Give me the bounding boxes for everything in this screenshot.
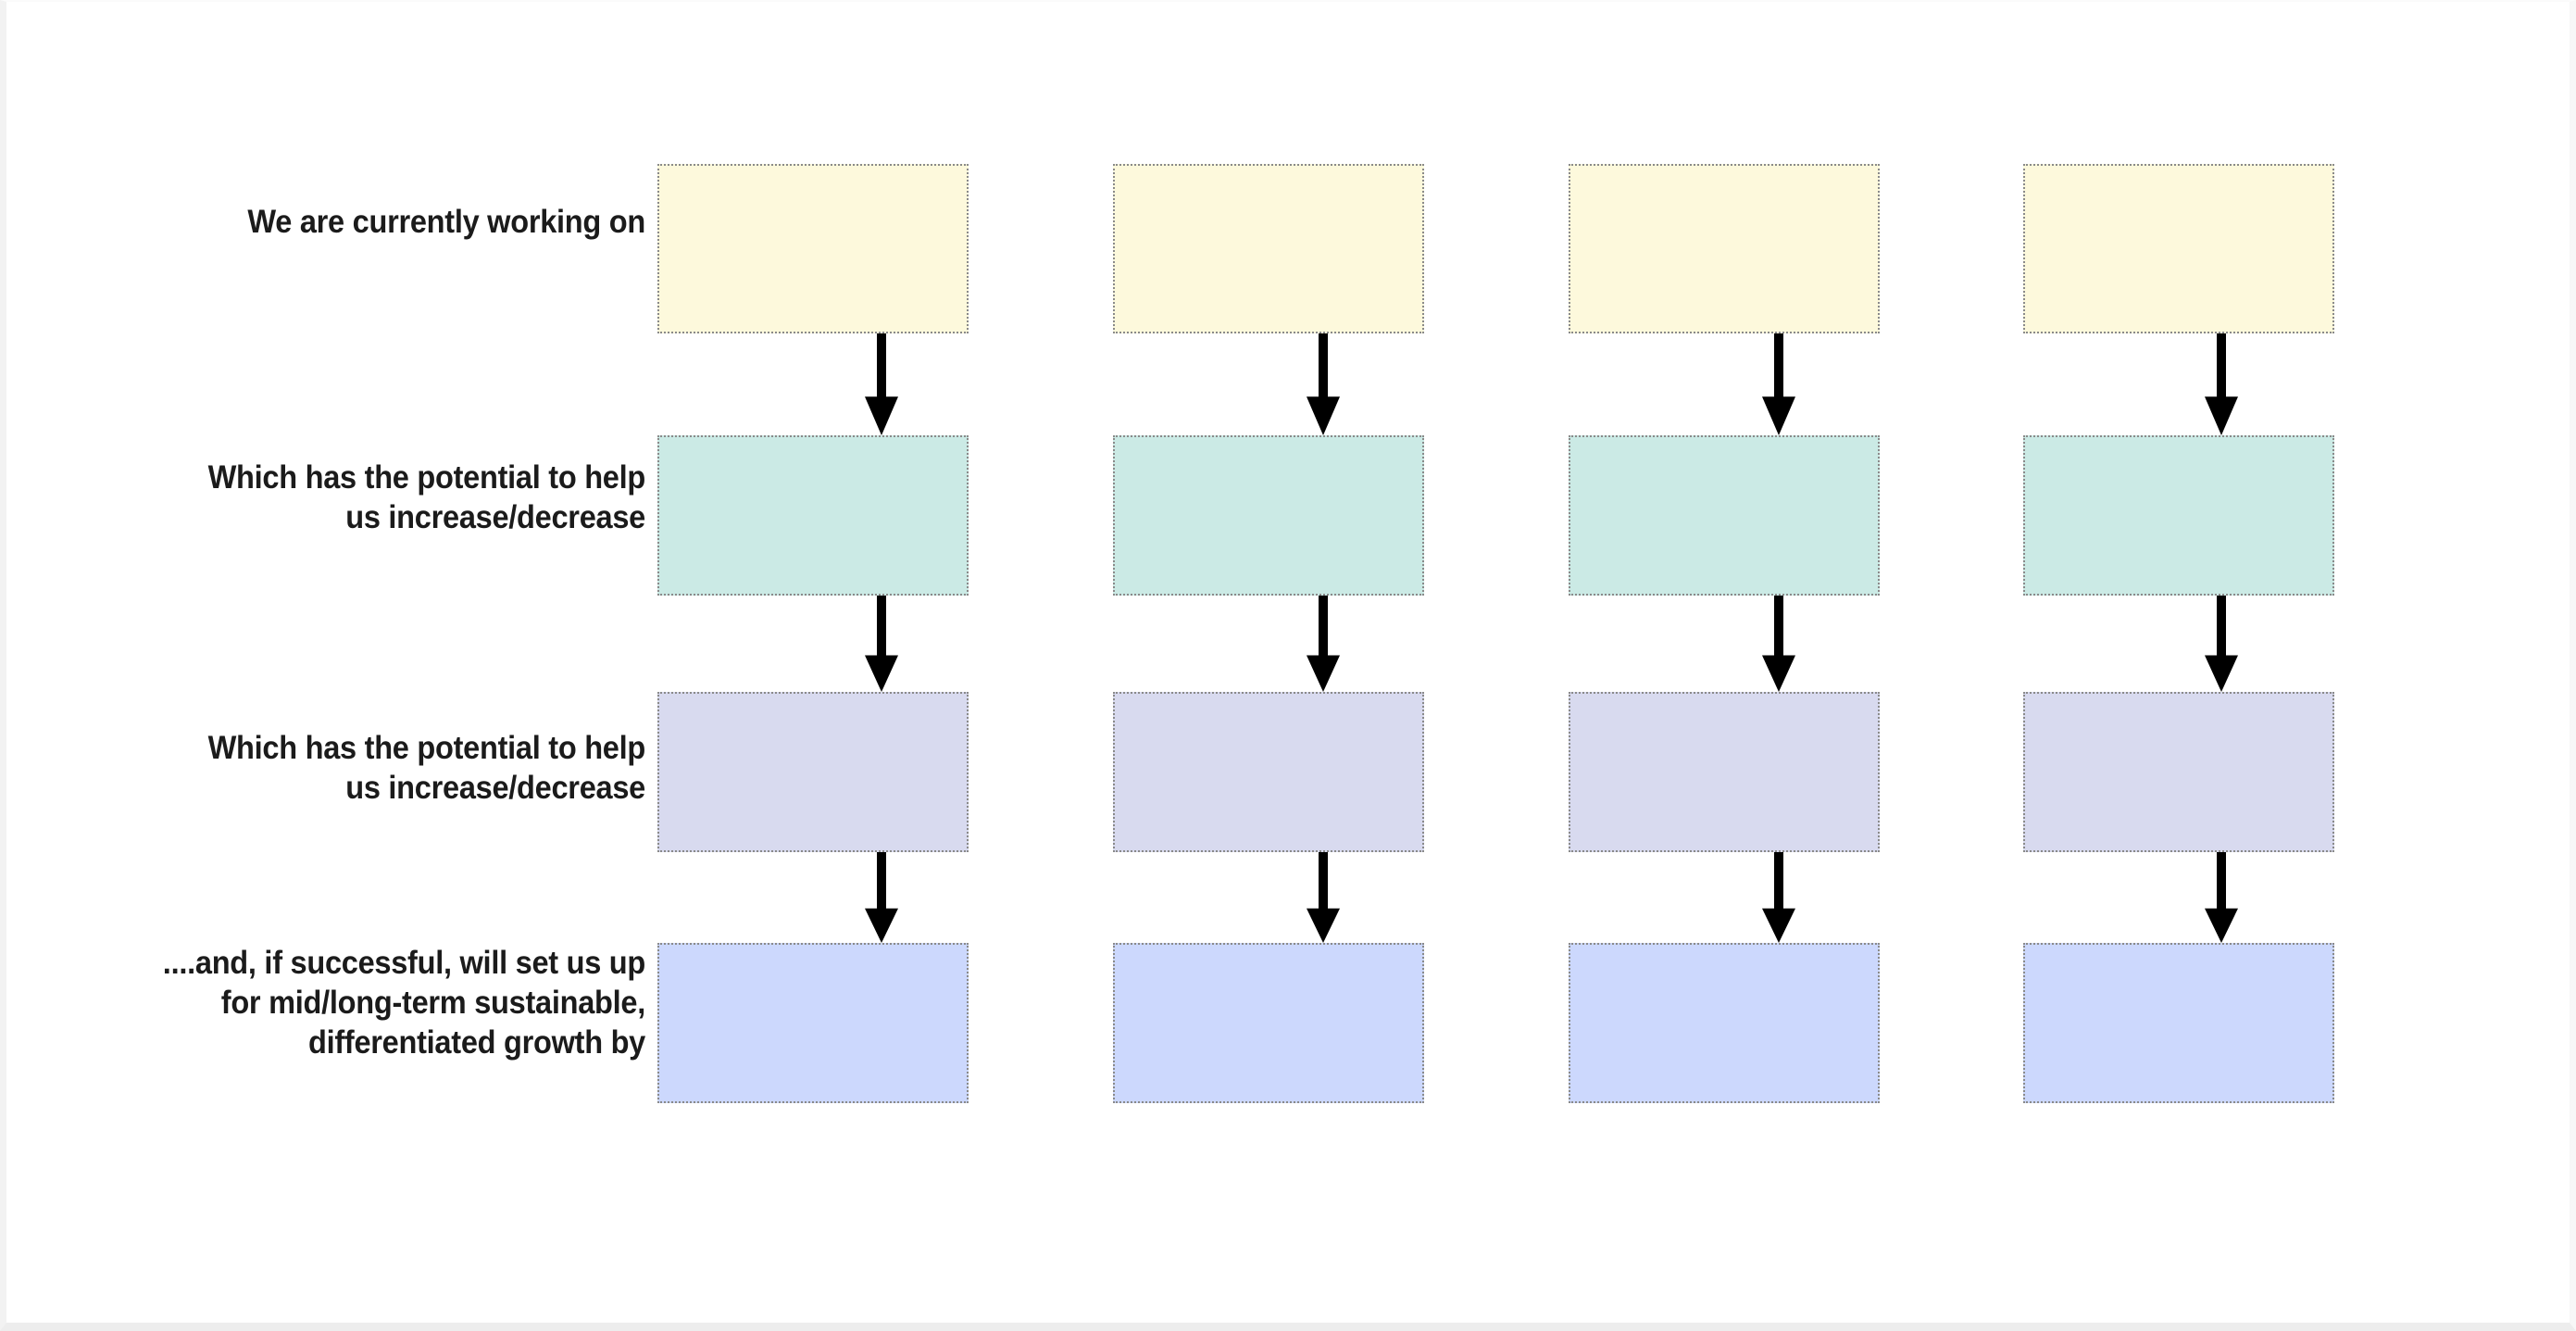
- arrow-down-icon: [1303, 852, 1344, 943]
- input-box-r3c4[interactable]: [2023, 692, 2334, 852]
- arrow-down-icon: [861, 596, 902, 692]
- arrow-down-icon: [1303, 333, 1344, 435]
- row-label-row-growth: ....and, if successful, will set us up f…: [162, 945, 645, 1061]
- input-box-r2c4[interactable]: [2023, 435, 2334, 596]
- arrow-down-icon: [2201, 333, 2242, 435]
- input-box-r4c1[interactable]: [657, 943, 969, 1103]
- input-box-r3c3[interactable]: [1569, 692, 1880, 852]
- arrow-down-icon: [1758, 596, 1799, 692]
- input-box-r4c3[interactable]: [1569, 943, 1880, 1103]
- input-box-r4c4[interactable]: [2023, 943, 2334, 1103]
- arrow-down-icon: [861, 333, 902, 435]
- row-label-row-potential-1: Which has the potential to help us incre…: [207, 459, 646, 535]
- input-box-r3c2[interactable]: [1113, 692, 1424, 852]
- arrow-down-icon: [2201, 852, 2242, 943]
- input-box-r4c2[interactable]: [1113, 943, 1424, 1103]
- arrow-down-icon: [1758, 333, 1799, 435]
- arrow-down-icon: [2201, 596, 2242, 692]
- input-box-r2c3[interactable]: [1569, 435, 1880, 596]
- input-box-r1c3[interactable]: [1569, 164, 1880, 333]
- row-label-row-potential-2: Which has the potential to help us incre…: [207, 730, 646, 806]
- input-box-r1c4[interactable]: [2023, 164, 2334, 333]
- arrow-down-icon: [1303, 596, 1344, 692]
- row-label-row-working-on: We are currently working on: [247, 204, 645, 240]
- input-box-r1c2[interactable]: [1113, 164, 1424, 333]
- arrow-down-icon: [861, 852, 902, 943]
- input-box-r3c1[interactable]: [657, 692, 969, 852]
- input-box-r2c1[interactable]: [657, 435, 969, 596]
- input-box-r1c1[interactable]: [657, 164, 969, 333]
- arrow-down-icon: [1758, 852, 1799, 943]
- input-box-r2c2[interactable]: [1113, 435, 1424, 596]
